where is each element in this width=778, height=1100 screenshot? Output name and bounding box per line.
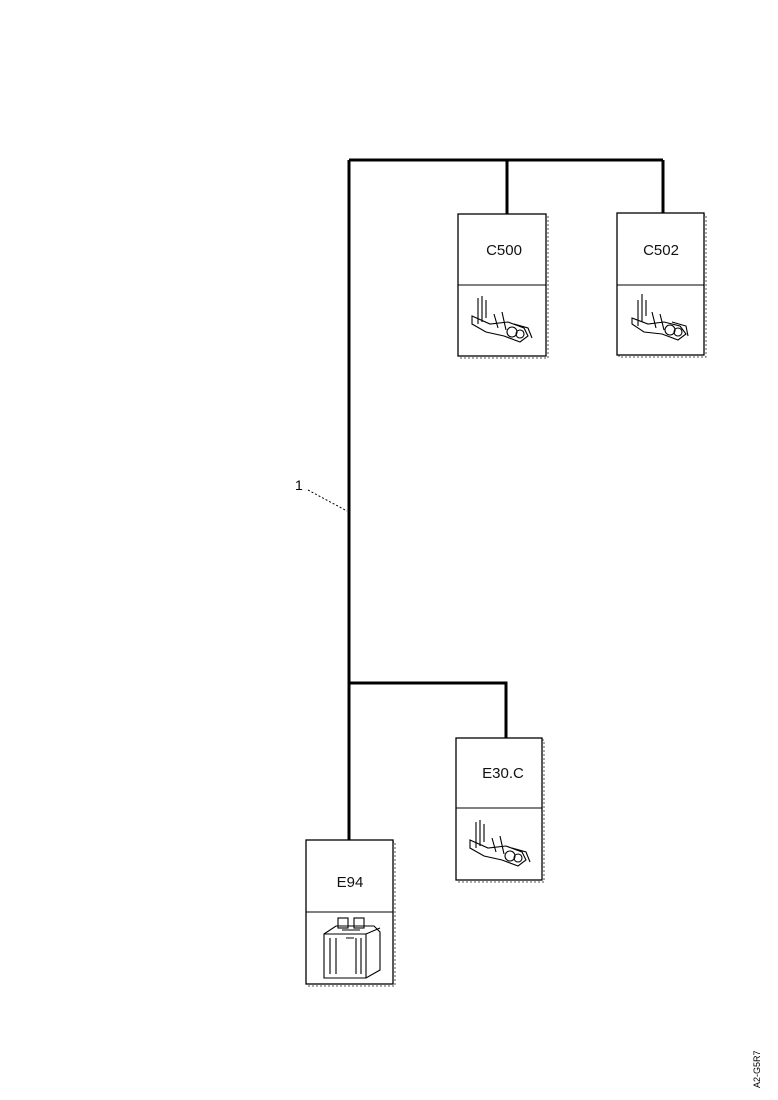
wire-callout: 1 xyxy=(295,477,348,512)
connector-terminal-icon xyxy=(471,296,533,343)
component-e94[interactable]: E94 xyxy=(305,839,396,987)
component-c502[interactable]: C502 xyxy=(616,212,707,358)
wire-leader-line xyxy=(307,489,348,512)
component-e30c[interactable]: E30.C xyxy=(455,737,545,883)
e30c-branch-wire xyxy=(349,681,508,738)
component-label: C500 xyxy=(486,242,522,259)
battery-icon xyxy=(323,917,381,979)
component-label: E30.C xyxy=(482,765,524,782)
connector-terminal-icon xyxy=(469,820,531,867)
wire-harness xyxy=(347,158,665,840)
component-frame xyxy=(616,212,705,356)
component-c500[interactable]: C500 xyxy=(457,213,549,359)
drawing-reference: A2-G5R7 xyxy=(752,1050,762,1088)
component-label: E94 xyxy=(337,874,364,891)
component-label: C502 xyxy=(643,242,679,259)
component-shadow xyxy=(618,214,707,358)
wire-number-label: 1 xyxy=(295,477,303,493)
connector-terminal-icon xyxy=(631,294,689,341)
